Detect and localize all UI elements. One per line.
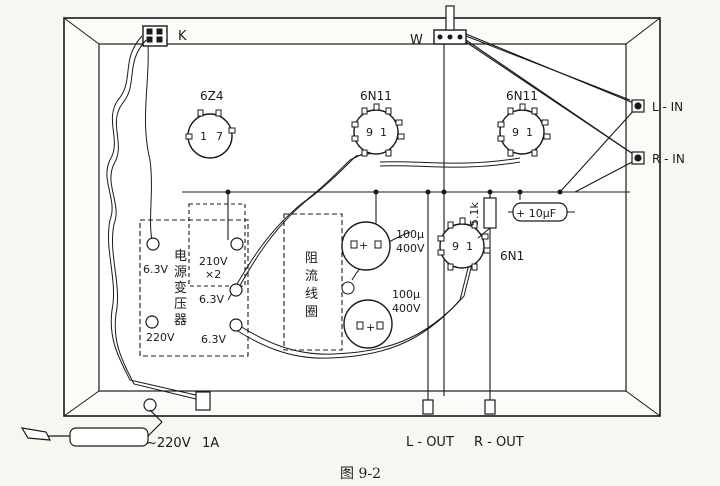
- transformer-char: 器: [174, 313, 187, 328]
- choke-label: 阻 流 线 圈: [305, 251, 318, 320]
- ground-lug: [341, 281, 355, 295]
- choke-char: 圈: [305, 305, 318, 320]
- transformer-char: 压: [174, 297, 187, 312]
- filter-capacitor-bottom: [343, 299, 393, 349]
- cap-top-voltage: 400V: [396, 242, 425, 255]
- transformer-label: 电 源 变 压 器: [174, 249, 187, 328]
- resistor-5k1: [477, 197, 497, 239]
- plus-sign: +: [366, 321, 375, 334]
- fuse-holder: [143, 391, 211, 412]
- pin-label: 1: [466, 240, 473, 253]
- fuse-label: 1A: [202, 436, 219, 451]
- winding-6-3v-left: 6.3V: [143, 263, 168, 276]
- output-right-label: R - OUT: [474, 435, 524, 450]
- tube-6n1: [437, 217, 491, 271]
- tube-6n11-left: [351, 103, 405, 157]
- output-jacks: [422, 399, 496, 415]
- figure-caption: 图 9-2: [340, 466, 381, 482]
- switch-k-label: K: [178, 29, 187, 44]
- choke-char: 阻: [305, 251, 318, 266]
- tube-6z4: [185, 109, 236, 159]
- transformer-terminals: [145, 237, 244, 332]
- tube-6n11-right: [497, 103, 551, 157]
- winding-220v: 220V: [146, 331, 175, 344]
- output-left-label: L - OUT: [406, 435, 454, 450]
- tube-6n11-left-label: 6N11: [360, 89, 392, 103]
- twisted-wires: [106, 35, 521, 401]
- tube-6n1-label: 6N1: [500, 249, 524, 263]
- pin-label: 1: [200, 130, 207, 143]
- potentiometer-w-label: W: [410, 33, 423, 48]
- pin-label: 9: [366, 126, 373, 139]
- plus-sign: +: [359, 239, 368, 252]
- transformer-char: 变: [174, 280, 187, 296]
- capacitor-10uf-label: + 10μF: [516, 207, 556, 220]
- choke-char: 流: [305, 269, 318, 284]
- capacitor-10uf: [508, 202, 575, 222]
- input-left-label: L - IN: [652, 100, 683, 114]
- cap-bottom-voltage: 400V: [392, 302, 421, 315]
- switch-k: [142, 25, 168, 47]
- input-jacks: [631, 99, 645, 165]
- winding-6-3v-mid: 6.3V: [199, 293, 224, 306]
- tube-6n11-right-label: 6N11: [506, 89, 538, 103]
- tube-6z4-label: 6Z4: [200, 89, 224, 103]
- winding-210v: 210V: [199, 255, 228, 268]
- pin-label: 7: [216, 130, 223, 143]
- mains-label: ~220V: [146, 436, 191, 451]
- cap-bottom-value: 100μ: [392, 288, 420, 301]
- pin-label: 1: [380, 126, 387, 139]
- choke-char: 线: [305, 287, 318, 302]
- pin-label: 9: [452, 240, 459, 253]
- winding-x2: ×2: [205, 268, 221, 281]
- filter-capacitor-top: [341, 221, 391, 271]
- transformer-char: 电: [174, 249, 187, 264]
- mains-cable: [20, 409, 163, 447]
- pin-label: 1: [526, 126, 533, 139]
- winding-6-3v-bottom: 6.3V: [201, 333, 226, 346]
- input-right-label: R - IN: [652, 152, 685, 166]
- transformer-char: 源: [174, 265, 187, 280]
- junction-dots: [225, 189, 563, 195]
- potentiometer-w: [433, 5, 467, 45]
- cap-top-value: 100μ: [396, 228, 424, 241]
- resistor-label: 5.1k: [468, 202, 481, 226]
- pin-label: 9: [512, 126, 519, 139]
